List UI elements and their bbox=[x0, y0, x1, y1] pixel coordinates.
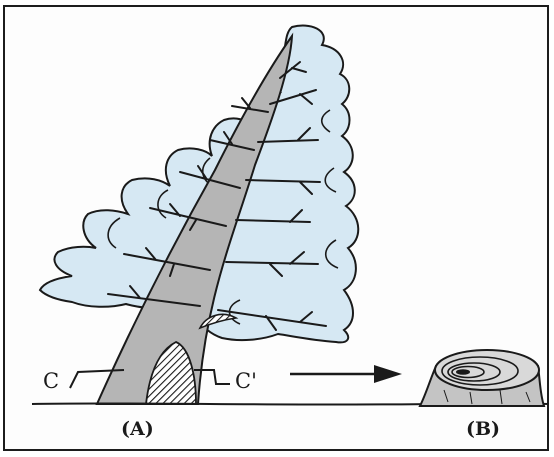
tree-branches bbox=[107, 61, 327, 331]
cut-marker-right bbox=[194, 369, 230, 385]
panel-label-a: (A) bbox=[121, 418, 154, 440]
arrow-right-icon bbox=[290, 365, 402, 383]
reaction-wood-hatch-upper bbox=[198, 313, 239, 330]
cut-marker-left bbox=[69, 369, 125, 389]
reaction-wood-hatch bbox=[144, 341, 197, 405]
cut-label-c: C bbox=[43, 369, 60, 393]
cut-label-c-prime: C' bbox=[235, 369, 257, 393]
stump-icon bbox=[418, 349, 546, 407]
tree-trunk bbox=[95, 32, 294, 405]
panel-label-b: (B) bbox=[466, 418, 501, 440]
